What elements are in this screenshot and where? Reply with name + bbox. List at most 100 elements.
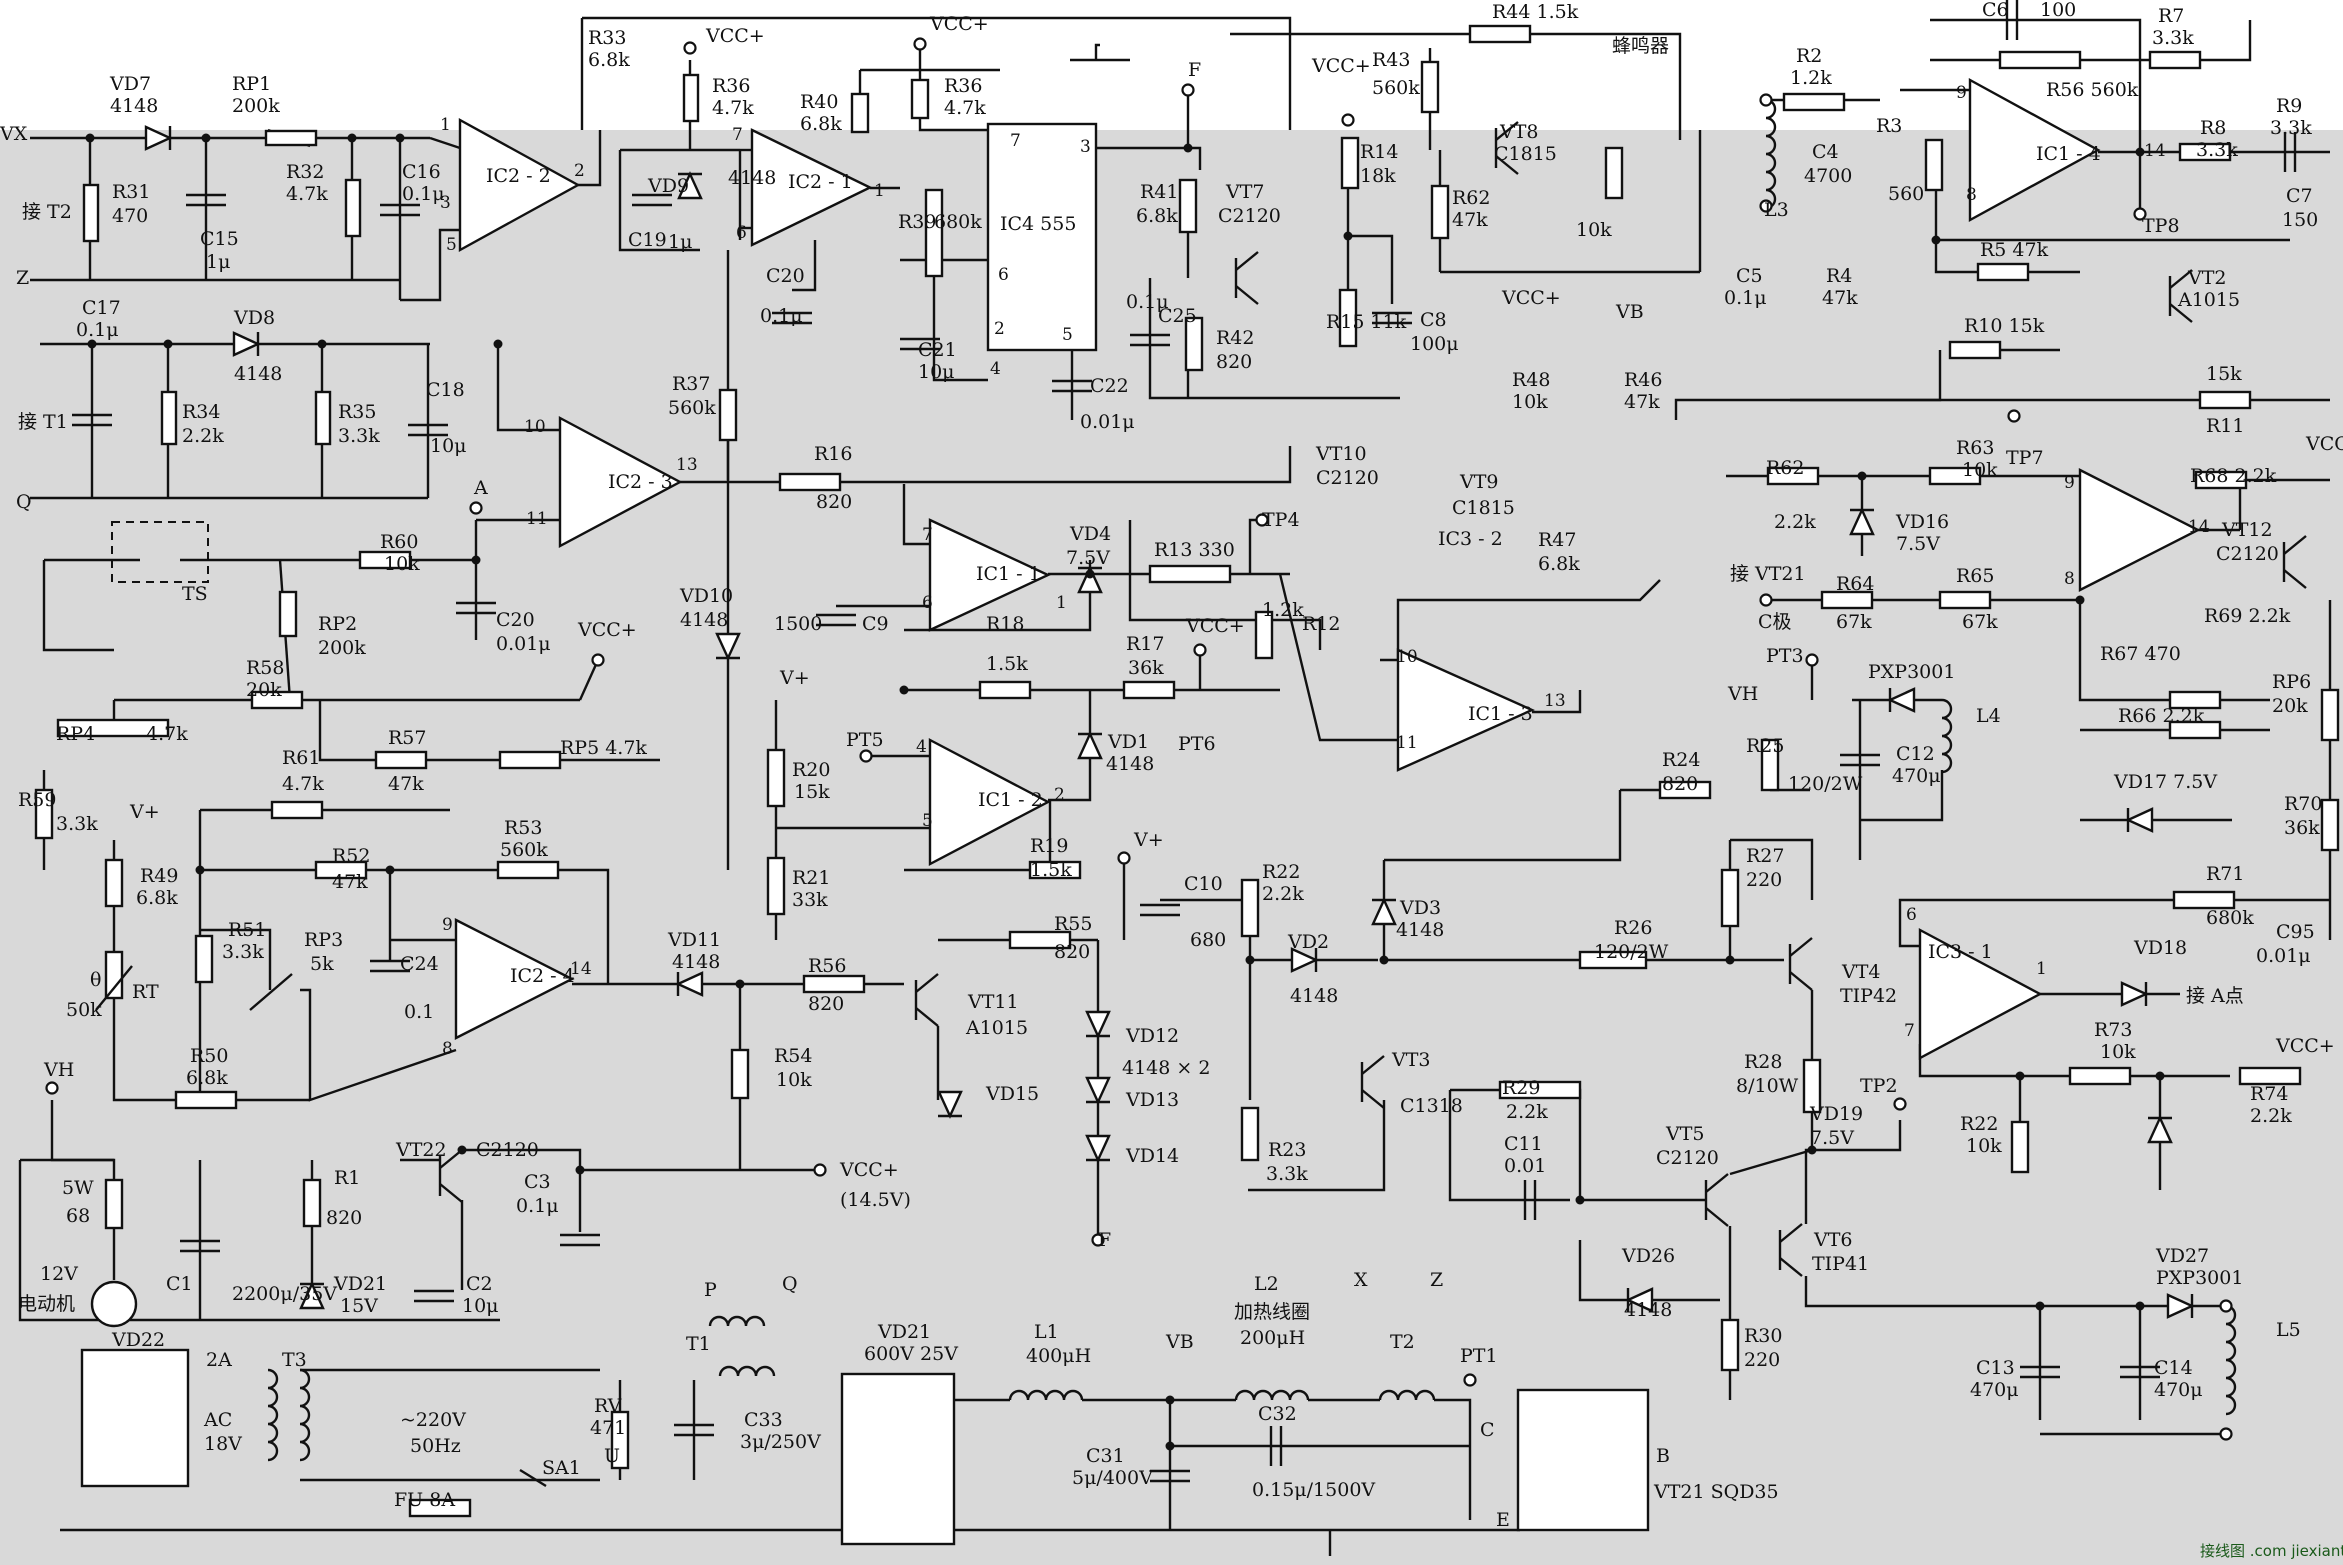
wire	[400, 228, 460, 302]
r5-label: R5 47k	[1980, 239, 2049, 261]
r68-label: R68 2.2k	[2190, 465, 2277, 487]
vd22-label: VD22	[111, 1329, 165, 1351]
r27-label: R27	[1746, 845, 1784, 867]
resistor	[314, 390, 332, 446]
r52v-label: 47k	[332, 871, 368, 893]
transistor	[915, 973, 939, 993]
c6v-label: 100	[2040, 0, 2076, 21]
r30v-label: 220	[1744, 1349, 1780, 1371]
transistor	[1705, 1207, 1729, 1227]
r18-label: R18	[986, 613, 1024, 635]
ic11-label: IC1 - 1	[976, 563, 1041, 585]
vt3-label: VT3	[1391, 1049, 1430, 1071]
r18v-label: 1.5k	[986, 653, 1028, 675]
junction-dot	[575, 1165, 585, 1175]
c22-label: C22	[1090, 375, 1129, 397]
wire	[1448, 1090, 1570, 1202]
c31-label: C31	[1086, 1445, 1125, 1467]
terminal	[591, 653, 605, 667]
tp8-label: TP8	[2142, 215, 2180, 237]
r14-label: R14	[1360, 141, 1398, 163]
r64v-label: 67k	[1836, 611, 1872, 633]
c33-label: C33	[744, 1409, 783, 1431]
diode	[299, 1281, 325, 1310]
r44-label: R44 1.5k	[1492, 1, 1579, 23]
c17-label: C17	[82, 297, 121, 319]
resistor	[2148, 50, 2202, 70]
vcc5-label: VCC+	[2305, 433, 2343, 455]
r63-label: R63	[1956, 437, 1994, 459]
r69-label: R69 2.2k	[2204, 605, 2291, 627]
c24v-label: 0.1	[404, 1001, 434, 1023]
c8-label: C8	[1420, 309, 1447, 331]
terminal	[1341, 113, 1355, 127]
vt6-label: VT6	[1813, 1229, 1852, 1251]
pt1-label: PT1	[1460, 1345, 1498, 1367]
resistor	[1766, 466, 1820, 486]
junction-dot	[1379, 955, 1389, 965]
pt3-label: PT3	[1766, 645, 1804, 667]
junction-dot	[1165, 1395, 1175, 1405]
op-amp	[928, 518, 1051, 632]
p1-label: 1	[440, 115, 451, 135]
rp4v-label: 4.7k	[146, 723, 188, 745]
c3v-label: 0.1μ	[516, 1195, 559, 1217]
p31-label: 8	[1966, 185, 1977, 205]
resistor	[1720, 868, 1740, 928]
op-amp	[454, 918, 575, 1040]
junction-dot	[2135, 147, 2145, 157]
transistor	[439, 1149, 463, 1169]
wire	[902, 484, 930, 546]
wire	[1532, 690, 1582, 714]
r13-label: R13 330	[1154, 539, 1235, 561]
r67-label: R67 470	[2100, 643, 2181, 665]
switch-sa1	[519, 1468, 547, 1488]
resistor	[2068, 1066, 2132, 1086]
p28-label: 8	[442, 1039, 453, 1059]
vh2-label: VH	[1727, 683, 1758, 705]
vt12-label: VT12	[2221, 519, 2273, 541]
r14v-label: 18k	[1360, 165, 1396, 187]
header-band	[0, 0, 2343, 130]
c12-label: C12	[1896, 743, 1935, 765]
junction-dot	[201, 133, 211, 143]
fb-label: F	[1098, 1229, 1111, 1251]
terminal	[1463, 1373, 1477, 1387]
resistor	[1240, 1106, 1260, 1162]
labels: VD74148RP1200kR31470C151μR324.7kC160.1μR…	[0, 0, 2343, 1531]
p29-label: 9	[1956, 83, 1967, 103]
resistor	[1028, 860, 1082, 880]
c24-label: C24	[400, 953, 439, 975]
terminal	[45, 1081, 59, 1095]
wire	[578, 659, 600, 701]
terminal	[2219, 1299, 2233, 1313]
c15v-label: 1μ	[206, 251, 230, 273]
r36a-label: R36	[712, 75, 750, 97]
diode	[677, 171, 703, 200]
r58-label: R58	[246, 657, 284, 679]
r39-label: R39	[898, 211, 936, 233]
r10-label: R10 15k	[1964, 315, 2045, 337]
wire	[410, 520, 478, 562]
inductor	[299, 1368, 311, 1462]
c95-label: C95	[2276, 921, 2315, 943]
vd4-label: VD4	[1069, 523, 1111, 545]
rvv-label: 471	[590, 1417, 626, 1439]
resistor	[498, 750, 562, 770]
rp4-label: RP4	[56, 723, 95, 745]
c12v-label: 470μ	[1892, 765, 1941, 787]
jvt21-label: 接 VT21	[1730, 563, 1806, 585]
vt7v-label: C2120	[1218, 205, 1281, 227]
vd3v-label: 4148	[1396, 919, 1444, 941]
c1-label: C1	[166, 1273, 193, 1295]
r57v-label: 47k	[388, 773, 424, 795]
resistor	[1122, 680, 1176, 700]
r33v-label: 6.8k	[588, 49, 630, 71]
r36av-label: 4.7k	[712, 97, 754, 119]
diode	[2166, 1293, 2195, 1319]
terminal	[1193, 643, 1207, 657]
resistor	[1924, 138, 1944, 192]
diode	[144, 125, 173, 151]
c16-label: C16	[402, 161, 441, 183]
r70-label: R70	[2284, 793, 2322, 815]
